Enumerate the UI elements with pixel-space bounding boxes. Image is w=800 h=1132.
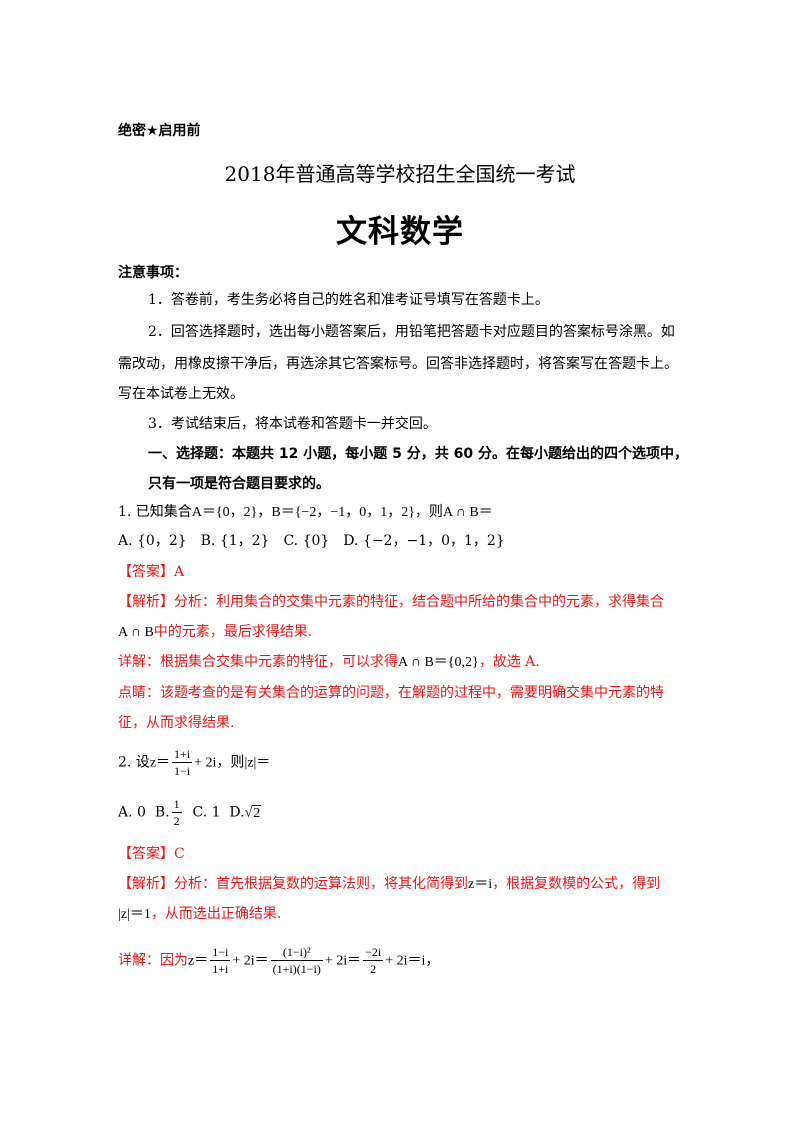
q1-detail-label: 详解： [118,654,160,670]
q2-analysis-label: 【解析】 [118,876,174,892]
q2-analysis-text2: ，从而选出正确结果. [150,906,282,922]
q1-stem-sets: A＝{0，2}，B＝{−2，−1，0，1，2}，则 [191,505,443,520]
q2-d-f3-den: 2 [363,960,384,977]
subject-title: 文科数学 [336,214,464,250]
q1-analysis-text: 分析：利用集合的交集中元素的特征，结合题中所给的集合中的元素，求得集合 [174,594,664,610]
q1-analysis-math: A ∩ B [118,625,154,640]
q2-option-d-sqrt: √2 [244,804,262,821]
q1-stem-intersection: A ∩ B＝ [442,505,493,520]
q2-option-b: B. [154,804,170,821]
q2-frac-num: 1+i [174,747,191,761]
q2-analysis-math1: z＝i [468,877,493,892]
notice-item-1: 1．答卷前，考生务必将自己的姓名和准考证号填写在答题卡上。 [148,292,549,308]
q1-analysis-cont: A ∩ B中的元素，最后求得结果. [118,624,312,641]
q2-stem-z: z＝ [149,755,171,771]
q2-option-c: C. 1 [192,804,221,821]
notice-item-2: 2．回答选择题时，选出每小题答案后，用铅笔把答题卡对应题目的答案标号涂黑。如 [148,324,675,340]
q2-stem-abs: |z|＝ [244,755,271,771]
q1-analysis-text2: 中的元素，最后求得结果. [153,624,313,640]
q2-opt-b-num: 1 [173,797,180,811]
q2-d-f2-num: (1−i)² [282,945,311,959]
q2-frac-den: 1−i [172,762,193,778]
question-1-stem: 1. 已知集合A＝{0，2}，B＝{−2，−1，0，1，2}，则A ∩ B＝ [118,504,493,521]
q2-opt-b-den: 2 [171,812,182,828]
q2-stem-prefix: 2. 设 [118,754,150,771]
q1-stem-text: 1. 已知集合 [118,504,192,520]
q2-d-f1-den: 1+i [210,960,231,976]
exam-title: 2018年普通高等学校招生全国统一考试 [224,162,576,186]
q1-detail: 详解：根据集合交集中元素的特征，可以求得A ∩ B＝{0,2}，故选 A. [118,654,540,671]
q2-d-f2-den: (1+i)(1−i) [270,960,323,976]
confidential-mark: 绝密★启用前 [118,123,201,139]
q1-analysis-label: 【解析】 [118,594,174,610]
q2-detail-plus1: + 2i＝ [232,953,269,969]
q2-opt-d-radicand: 2 [252,804,262,821]
section-heading: 一、选择题：本题共 12 小题，每小题 5 分，共 60 分。在每小题给出的四个… [148,446,688,462]
q1-answer: 【答案】A [118,564,185,580]
notice-item-3: 3．考试结束后，将本试卷和答题卡一并交回。 [148,416,437,432]
q2-analysis-cont: |z|＝1，从而选出正确结果. [118,906,281,923]
q1-detail-math: A ∩ B＝{0,2} [398,655,479,670]
question-1-options: A. {0，2} B. {1，2} C. {0} D. {−2，−1，0，1，2… [118,533,505,549]
notice-title: 注意事项： [118,265,188,281]
section-heading-cont: 只有一项是符合题目要求的。 [148,476,330,492]
q1-detail-text: 根据集合交集中元素的特征，可以求得 [160,654,398,670]
q2-answer: 【答案】C [118,846,185,862]
q2-analysis: 【解析】分析：首先根据复数的运算法则，将其化简得到z＝i，根据复数模的公式，得到 [118,876,660,893]
q2-detail-z: z＝ [188,953,209,969]
notice-item-2-cont2: 写在本试卷上无效。 [118,386,244,402]
q1-analysis: 【解析】分析：利用集合的交集中元素的特征，结合题中所给的集合中的元素，求得集合 [118,594,664,610]
q2-option-d: D. [229,804,245,821]
q2-detail-label: 详解：因为 [118,952,188,969]
q1-comment: 点睛：该题考查的是有关集合的运算的问题，在解题的过程中，需要明确交集中元素的特 [118,685,664,701]
q2-option-a: A. 0 [118,804,146,821]
q2-d-f1-num: 1−i [212,945,229,959]
q2-stem-plus: + 2i，则 [194,755,245,771]
q2-analysis-text: 分析：首先根据复数的运算法则，将其化简得到 [174,876,468,892]
q2-analysis-math2: |z|＝1 [118,907,151,922]
notice-item-2-cont: 需改动，用橡皮擦干净后，再选涂其它答案标号。回答非选择题时，将答案写在答题卡上。 [118,356,678,372]
q1-comment-cont: 征，从而求得结果. [118,715,235,731]
q2-detail-frac2: (1−i)²(1+i)(1−i) [270,944,323,977]
q2-detail-plus2: + 2i＝ [324,953,362,969]
q2-analysis-text-end: ，根据复数模的公式，得到 [492,876,661,892]
q1-detail-end: ，故选 A. [478,654,540,670]
q2-d-f3-num: −2i [365,945,382,959]
q2-detail-end: + 2i＝i， [385,953,440,969]
